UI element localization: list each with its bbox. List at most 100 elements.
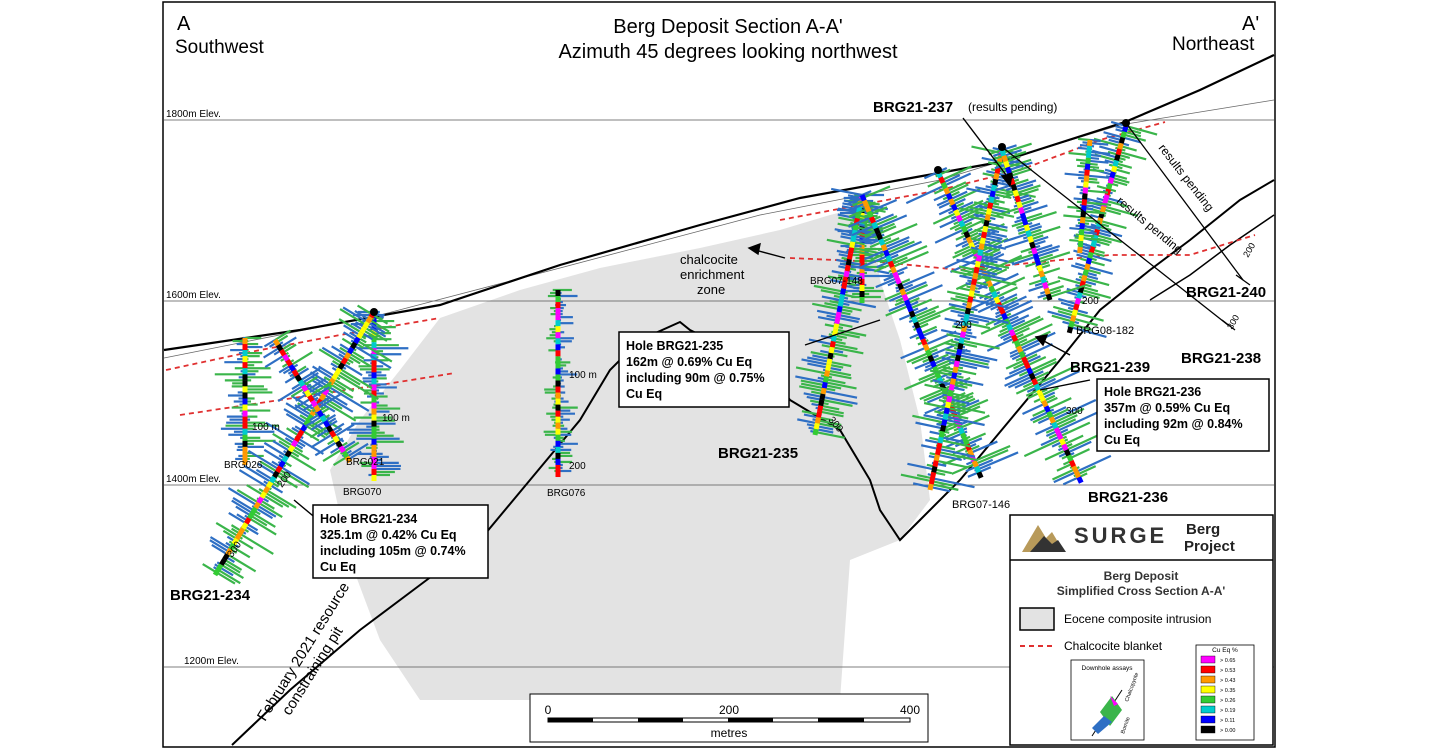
callout-brg21-235: Hole BRG21-235 162m @ 0.69% Cu Eq includ… bbox=[618, 331, 790, 408]
cueq-label-1: > 0.53 bbox=[1220, 668, 1235, 674]
depth-tick-076-100: 100 m bbox=[569, 370, 597, 381]
hole-label-brg21-238: BRG21-238 bbox=[1181, 350, 1261, 367]
callout-brg21-236: Hole BRG21-236 357m @ 0.59% Cu Eq includ… bbox=[1096, 378, 1270, 452]
svg-text:zone: zone bbox=[697, 282, 725, 297]
cueq-label-6: > 0.11 bbox=[1220, 718, 1235, 724]
svg-text:357m @ 0.59% Cu Eq: 357m @ 0.59% Cu Eq bbox=[1104, 401, 1230, 415]
cueq-label-2: > 0.43 bbox=[1220, 678, 1235, 684]
hole-label-brg026: BRG026 bbox=[224, 460, 263, 471]
depth-tick-026-100: 100 m bbox=[252, 422, 280, 433]
cueq-legend-title: Cu Eq % bbox=[1212, 647, 1238, 654]
cueq-swatch-2 bbox=[1200, 675, 1216, 684]
svg-text:Cu Eq: Cu Eq bbox=[1104, 433, 1140, 447]
pit-outline-upper bbox=[1149, 214, 1275, 301]
svg-text:Hole BRG21-234: Hole BRG21-234 bbox=[320, 512, 417, 526]
depth-tick-182-200: 200 bbox=[1082, 296, 1099, 307]
legend-title: Berg Deposit bbox=[1104, 569, 1179, 583]
svg-text:chalcocite: chalcocite bbox=[680, 252, 738, 267]
legend-intrusion-label: Eocene composite intrusion bbox=[1064, 612, 1211, 626]
cueq-label-7: > 0.00 bbox=[1220, 728, 1235, 734]
downhole-assays-title: Downhole assays bbox=[1082, 665, 1134, 672]
depth-tick-076-200: 200 bbox=[569, 461, 586, 472]
figure-title: Berg Deposit Section A-A' bbox=[613, 16, 843, 38]
drill-hole-4 bbox=[543, 288, 578, 478]
svg-text:162m @ 0.69% Cu Eq: 162m @ 0.69% Cu Eq bbox=[626, 355, 752, 369]
figure-subtitle: Azimuth 45 degrees looking northwest bbox=[558, 41, 898, 63]
scale-tick-0: 0 bbox=[545, 703, 552, 717]
legend-panel: SURGE Berg Project Berg Deposit Simplifi… bbox=[1009, 514, 1274, 746]
section-start-letter: A bbox=[177, 13, 191, 35]
cueq-swatch-4 bbox=[1200, 695, 1216, 704]
hole-label-brg21-234: BRG21-234 bbox=[170, 587, 251, 604]
project-name-line1: Berg bbox=[1186, 521, 1220, 538]
pending-hole-traces bbox=[1001, 122, 1251, 331]
surge-logo bbox=[1022, 525, 1066, 552]
hole-label-brg21-237: BRG21-237 bbox=[873, 99, 953, 116]
drill-assay-bars bbox=[202, 120, 1158, 585]
elevation-label-1400: 1400m Elev. bbox=[166, 474, 221, 485]
cueq-swatch-0 bbox=[1200, 655, 1216, 664]
cueq-label-0: > 0.65 bbox=[1220, 658, 1235, 664]
hole-label-brg21-235: BRG21-235 bbox=[718, 445, 798, 462]
project-name-line2: Project bbox=[1184, 538, 1235, 555]
drill-hole-3 bbox=[263, 329, 369, 467]
cueq-label-3: > 0.35 bbox=[1220, 688, 1235, 694]
downhole-label-b: Bornite bbox=[1120, 716, 1132, 734]
intrusion-swatch bbox=[1019, 607, 1055, 631]
topography-line bbox=[163, 54, 1275, 352]
downhole-mini-hole bbox=[1091, 689, 1123, 737]
drill-hole-2 bbox=[202, 304, 393, 585]
cueq-label-4: > 0.26 bbox=[1220, 698, 1235, 704]
depth-tick-236-300: 300 bbox=[1066, 406, 1083, 417]
drill-hole-0 bbox=[214, 336, 279, 466]
cueq-swatch-5 bbox=[1200, 705, 1216, 714]
hole-label-brg08-182: BRG08-182 bbox=[1076, 325, 1134, 337]
depth-tick-239-200: 200 bbox=[955, 320, 972, 331]
scale-unit: metres bbox=[711, 726, 748, 740]
hole-label-brg21-236: BRG21-236 bbox=[1088, 489, 1168, 506]
drill-hole-9 bbox=[900, 145, 1036, 493]
svg-text:Cu Eq: Cu Eq bbox=[320, 560, 356, 574]
cueq-swatch-1 bbox=[1200, 665, 1216, 674]
svg-text:including 92m @ 0.84%: including 92m @ 0.84% bbox=[1104, 417, 1243, 431]
drill-hole-11 bbox=[988, 142, 1086, 301]
depth-tick-070-100: 100 m bbox=[382, 413, 410, 424]
scale-bar: 0 200 400 metres bbox=[529, 693, 929, 743]
cueq-label-5: > 0.19 bbox=[1220, 708, 1235, 714]
pit-outline bbox=[231, 179, 1275, 746]
elevation-label-1800: 1800m Elev. bbox=[166, 109, 221, 120]
scale-tick-400: 400 bbox=[900, 703, 920, 717]
southwest-label: Southwest bbox=[175, 37, 264, 58]
svg-text:Cu Eq: Cu Eq bbox=[626, 387, 662, 401]
cueq-swatch-7 bbox=[1200, 725, 1216, 734]
drill-hole-6 bbox=[795, 187, 890, 439]
hole-label-brg076: BRG076 bbox=[547, 488, 586, 499]
svg-text:enrichment: enrichment bbox=[680, 267, 745, 282]
elevation-label-1200: 1200m Elev. bbox=[184, 656, 239, 667]
scale-tick-200: 200 bbox=[719, 703, 739, 717]
svg-text:325.1m @ 0.42% Cu Eq: 325.1m @ 0.42% Cu Eq bbox=[320, 528, 457, 542]
drill-hole-12 bbox=[1063, 137, 1111, 254]
svg-text:including 105m @ 0.74%: including 105m @ 0.74% bbox=[320, 544, 466, 558]
hole-label-brg070: BRG070 bbox=[343, 487, 382, 498]
northeast-label: Northeast bbox=[1172, 34, 1255, 55]
company-name: SURGE bbox=[1074, 523, 1167, 548]
hole-label-brg21-239: BRG21-239 bbox=[1070, 359, 1150, 376]
elevation-label-1600: 1600m Elev. bbox=[166, 290, 221, 301]
hole-label-brg07-146: BRG07-146 bbox=[952, 499, 1010, 511]
legend-blanket-label: Chalcocite blanket bbox=[1064, 639, 1163, 653]
cueq-swatch-3 bbox=[1200, 685, 1216, 694]
cueq-legend-rows: > 0.65 > 0.53 > 0.43 > 0.35 > 0.26 > 0.19 > 0.… bbox=[1200, 655, 1235, 734]
svg-text:including 90m @ 0.75%: including 90m @ 0.75% bbox=[626, 371, 765, 385]
hole-label-brg021: BRG021 bbox=[346, 457, 385, 468]
section-end-letter: A' bbox=[1242, 13, 1259, 35]
downhole-assays-box bbox=[1070, 659, 1145, 741]
hole-label-brg07-148: BRG07-148 bbox=[810, 276, 863, 287]
hole-label-brg21-240: BRG21-240 bbox=[1186, 284, 1266, 301]
drill-hole-7 bbox=[846, 185, 1019, 479]
callout-brg21-234: Hole BRG21-234 325.1m @ 0.42% Cu Eq incl… bbox=[312, 504, 489, 579]
legend-subtitle: Simplified Cross Section A-A' bbox=[1057, 584, 1226, 598]
svg-text:Hole BRG21-236: Hole BRG21-236 bbox=[1104, 385, 1201, 399]
hole-note-brg21-237: (results pending) bbox=[968, 100, 1057, 114]
